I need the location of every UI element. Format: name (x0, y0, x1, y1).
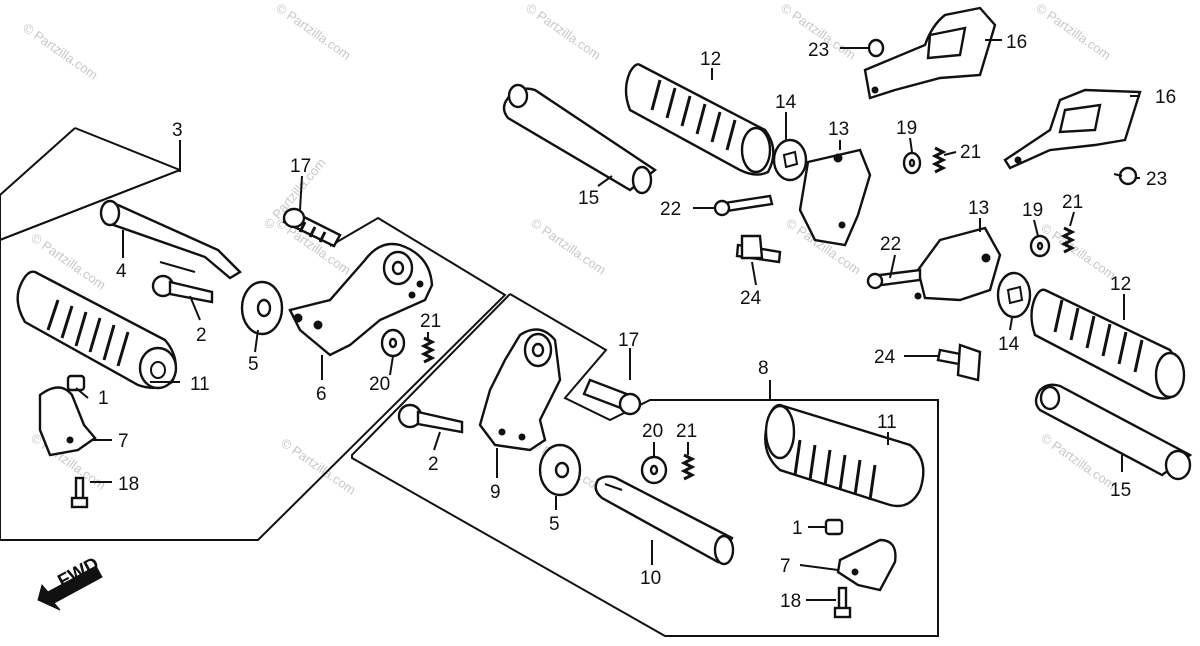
part-18-bolt (833, 586, 852, 619)
part-4-pin (99, 199, 242, 280)
part-17-bolt (282, 207, 342, 248)
callout-24: 24 (740, 288, 762, 309)
watermark: © Partzilla.com (523, 0, 603, 63)
callout-18: 18 (780, 591, 801, 612)
part-20-washer (380, 328, 406, 358)
part-24-bolt (936, 343, 982, 382)
part-21-spring (680, 453, 696, 481)
callout-13: 13 (968, 198, 989, 219)
callout-19: 19 (896, 118, 917, 139)
part-13-pivot-block (798, 148, 872, 247)
part-2-clevis-pin (151, 274, 214, 304)
part-23-screw (1113, 166, 1138, 186)
watermark: © Partzilla.com (20, 20, 100, 83)
part-18-bolt (70, 476, 89, 509)
part-7-bracket (38, 386, 97, 457)
callout-18: 18 (118, 474, 139, 495)
callout-14: 14 (775, 92, 797, 113)
part-16-bracket (1003, 88, 1142, 170)
part-24-bolt (735, 234, 782, 264)
part-16-bracket (863, 6, 997, 100)
callout-21: 21 (960, 142, 981, 163)
part-13-pivot-block (914, 226, 1002, 302)
part-15-pin (502, 83, 658, 195)
callout-21: 21 (1062, 192, 1083, 213)
part-7-bracket (836, 538, 897, 592)
callout-12: 12 (1110, 274, 1131, 295)
callout-3: 3 (172, 120, 183, 141)
callout-17: 17 (290, 156, 311, 177)
callout-16: 16 (1006, 32, 1027, 53)
callout-7: 7 (780, 556, 791, 577)
callout-10: 10 (640, 568, 661, 589)
callout-17: 17 (618, 330, 639, 351)
callout-20: 20 (642, 421, 663, 442)
callout-11: 11 (877, 412, 897, 433)
part-21-spring (420, 336, 436, 364)
watermark: © Partzilla.com (273, 0, 353, 63)
part-1-cap (66, 374, 86, 392)
callout-2: 2 (428, 454, 439, 475)
part-11-footpeg-rubber (764, 403, 925, 508)
part-5-washer (538, 443, 582, 497)
callout-5: 5 (248, 354, 259, 375)
part-14-washer (772, 138, 808, 182)
part-10-pin (594, 475, 735, 566)
part-5-washer (240, 280, 284, 336)
callout-22: 22 (660, 199, 681, 220)
part-22-pin (713, 194, 774, 217)
part-11-footpeg-rubber (16, 270, 178, 390)
callout-24: 24 (874, 347, 896, 368)
leader-lines (75, 39, 1140, 601)
callout-12: 12 (700, 49, 721, 70)
watermark: © Partzilla.com (1038, 220, 1118, 283)
watermark: © Partzilla.com (528, 215, 608, 278)
fwd-arrow: FWD (37, 554, 103, 611)
part-19-washer (902, 151, 922, 175)
part-22-pin (866, 268, 922, 290)
callout-5: 5 (549, 514, 560, 535)
callout-4: 4 (116, 261, 127, 282)
callout-16: 16 (1155, 87, 1176, 108)
callout-11: 11 (190, 374, 210, 395)
part-19-washer (1029, 234, 1051, 258)
callout-23: 23 (808, 40, 829, 61)
callouts: 3 4 2 5 6 17 20 21 11 1 7 18 17 2 9 5 20… (98, 32, 1176, 612)
part-20-washer (640, 455, 668, 485)
callout-14: 14 (998, 334, 1020, 355)
callout-13: 13 (828, 119, 849, 140)
callout-9: 9 (490, 482, 501, 503)
callout-19: 19 (1022, 200, 1043, 221)
part-6-footpeg-bracket (288, 242, 434, 357)
part-1-cap (824, 518, 844, 536)
watermark: © Partzilla.com (278, 435, 358, 498)
callout-6: 6 (316, 384, 327, 405)
part-9-footpeg-bracket (478, 328, 562, 452)
callout-21: 21 (420, 311, 441, 332)
part-12-footpeg-rubber (1030, 288, 1186, 400)
part-17-bolt (582, 378, 642, 416)
part-15-pin (1034, 383, 1193, 481)
callout-23: 23 (1146, 169, 1167, 190)
callout-20: 20 (369, 374, 390, 395)
part-2-clevis-pin (397, 403, 464, 434)
callout-22: 22 (880, 234, 901, 255)
callout-1: 1 (98, 388, 109, 409)
part-12-footpeg-rubber (624, 63, 775, 176)
callout-2: 2 (196, 325, 207, 346)
callout-15: 15 (1110, 480, 1131, 501)
callout-1: 1 (792, 518, 803, 539)
part-14-washer (996, 271, 1032, 319)
callout-15: 15 (578, 188, 599, 209)
part-21-spring (931, 146, 947, 174)
part-21-spring (1060, 226, 1076, 254)
callout-7: 7 (118, 431, 129, 452)
watermark: © Partzilla.com (1033, 0, 1113, 63)
callout-8: 8 (758, 358, 769, 379)
callout-21: 21 (676, 421, 697, 442)
